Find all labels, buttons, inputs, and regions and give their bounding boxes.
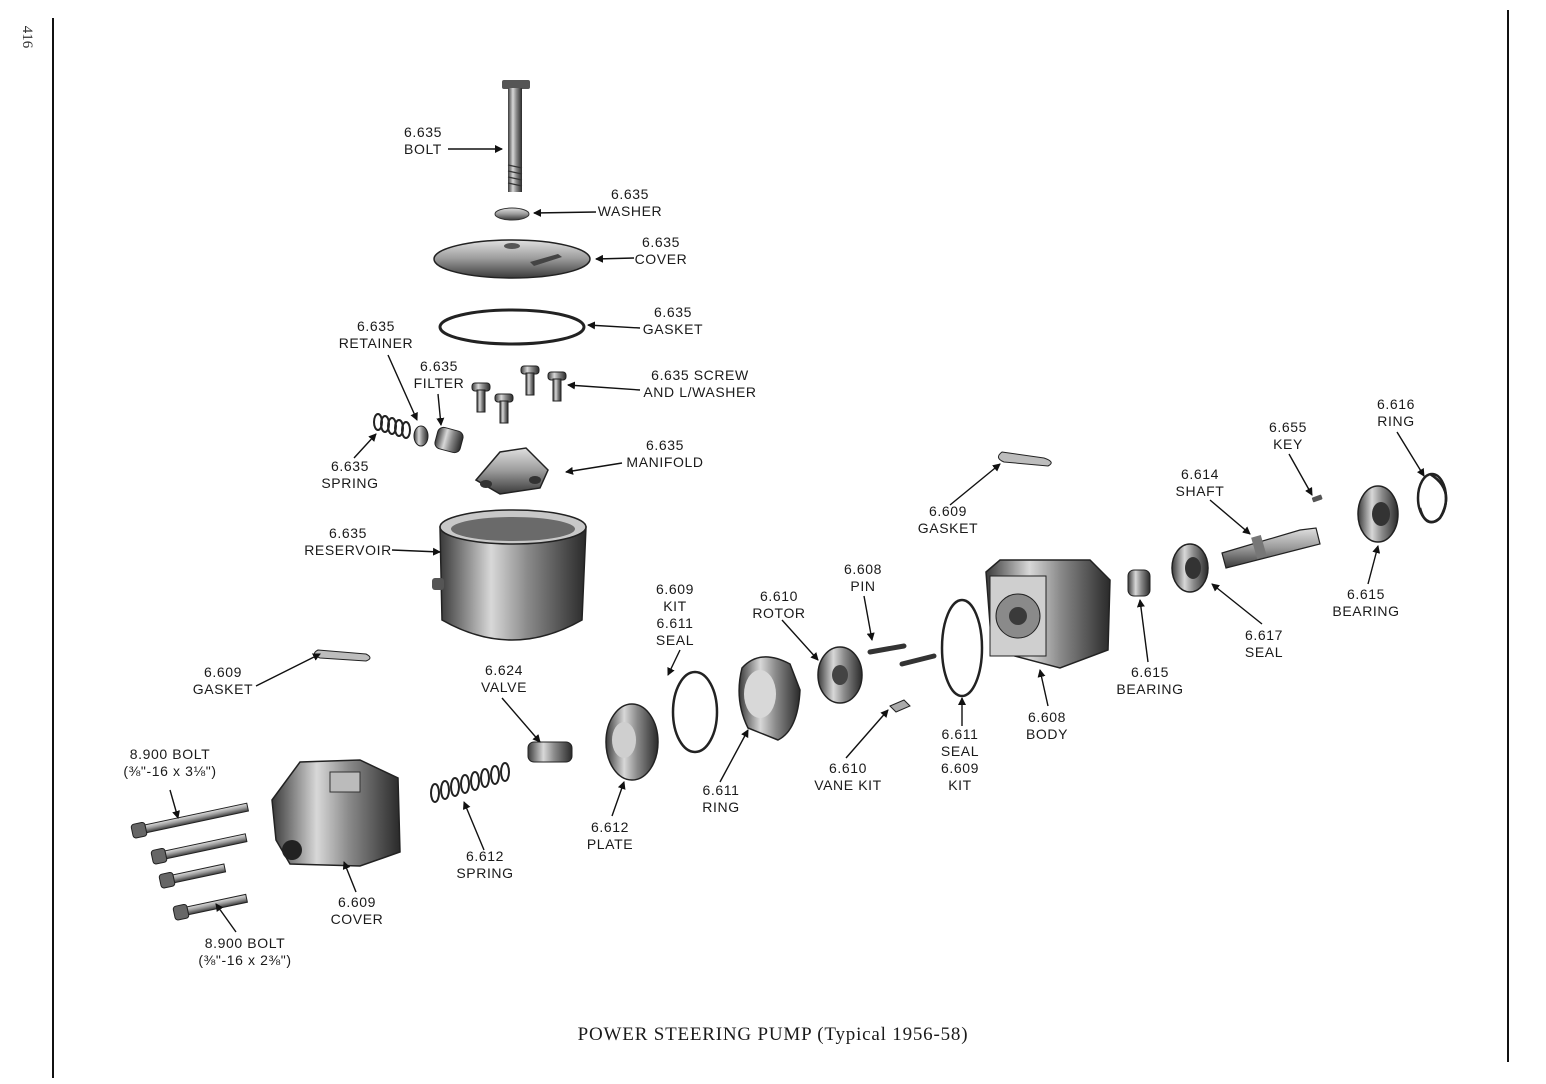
retainer-part	[413, 425, 429, 447]
leader-lines	[169, 145, 1425, 933]
body-part	[985, 559, 1111, 669]
gasket-top-part	[438, 308, 586, 346]
valve-part	[527, 741, 573, 763]
label-bolt-long: 8.900 BOLT(⅜"-16 x 3⅛")	[123, 746, 217, 779]
bolts-low-part	[130, 802, 250, 921]
spring-top-part	[373, 413, 411, 439]
filter-part	[434, 426, 464, 454]
figure-caption: POWER STEERING PUMP (Typical 1956-58)	[577, 1024, 969, 1045]
gasket-body-part	[998, 451, 1052, 467]
washer-part	[494, 207, 530, 221]
reservoir-part	[432, 509, 587, 641]
plate-part	[605, 703, 659, 781]
cover-top-part	[433, 239, 591, 279]
rotor-part	[817, 646, 863, 704]
key-part	[1311, 494, 1323, 503]
shaft-part	[1221, 527, 1321, 569]
seal-617-part	[1171, 543, 1209, 593]
spring-low-part	[430, 762, 510, 803]
gasket-left-part	[314, 649, 371, 662]
bolt-top-part	[502, 80, 530, 192]
right-margin-rule	[1507, 10, 1509, 1062]
bearing-mid-part	[1127, 569, 1151, 597]
cover-low-part	[271, 759, 401, 867]
left-margin-rule	[52, 18, 54, 1078]
seal-mid-part	[671, 670, 719, 754]
ring-616-part-outline	[1416, 472, 1448, 524]
cam-ring-part	[738, 656, 801, 741]
screws-part	[471, 365, 567, 424]
manifold-part	[474, 447, 549, 495]
pins-part	[867, 643, 937, 667]
seal-right-part	[940, 598, 984, 698]
vane-part	[889, 699, 911, 713]
label-bolt-short: 8.900 BOLT(⅜"-16 x 2⅜")	[198, 935, 292, 968]
bearing-right-part	[1357, 485, 1399, 543]
